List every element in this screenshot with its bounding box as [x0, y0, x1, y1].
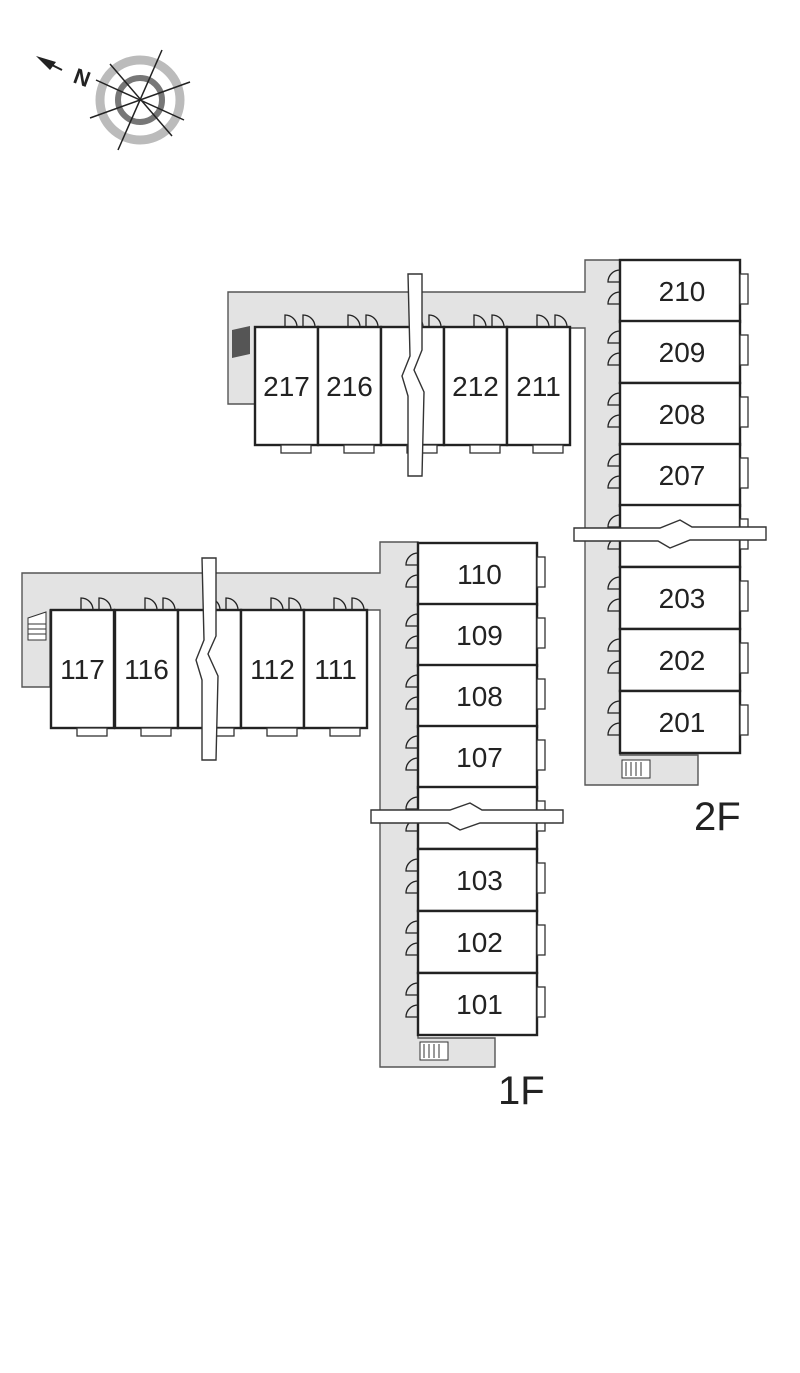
unit-number: 217	[263, 371, 310, 402]
unit-number: 117	[60, 654, 105, 685]
unit-202: 202	[607, 627, 749, 693]
unit-103: 103	[405, 847, 546, 913]
stairs-1f-south	[419, 1041, 449, 1061]
break-symbol-2f-column	[573, 519, 767, 549]
unit-109: 109	[405, 602, 546, 668]
compass-rose-icon: N	[36, 49, 191, 151]
unit-210: 210	[607, 258, 749, 324]
unit-number: 111	[314, 654, 357, 685]
unit-number: 202	[659, 645, 706, 676]
unit-108: 108	[405, 663, 546, 729]
unit-212: 212	[442, 314, 509, 454]
break-symbol-1f-row	[195, 557, 219, 761]
unit-216: 216	[316, 314, 383, 454]
unit-number: 211	[516, 371, 561, 402]
unit-203: 203	[607, 565, 749, 631]
floor-label-1f: 1F	[498, 1069, 545, 1113]
unit-111: 111	[302, 597, 369, 737]
unit-107: 107	[405, 724, 546, 790]
unit-number: 209	[659, 337, 706, 368]
unit-117: 117	[49, 597, 116, 737]
unit-number: 107	[456, 742, 503, 773]
unit-number: 216	[326, 371, 373, 402]
unit-number: 103	[456, 865, 503, 896]
unit-201: 201	[607, 689, 749, 755]
unit-207: 207	[607, 442, 749, 508]
unit-number: 203	[659, 583, 706, 614]
unit-211: 211	[505, 314, 572, 454]
unit-number: 116	[124, 654, 169, 685]
break-symbol-2f-row	[401, 273, 425, 477]
unit-number: 108	[456, 681, 503, 712]
break-symbol-1f-column	[370, 802, 564, 831]
unit-number: 210	[659, 276, 706, 307]
unit-number: 109	[456, 620, 503, 651]
stairs-2f-west	[232, 326, 250, 358]
unit-number: 101	[456, 989, 503, 1020]
unit-number: 212	[452, 371, 499, 402]
unit-217: 217	[253, 314, 320, 454]
unit-102: 102	[405, 909, 546, 975]
stairs-2f-south	[621, 759, 651, 779]
floor-label-2f: 2F	[694, 795, 741, 839]
unit-number: 207	[659, 460, 706, 491]
unit-110: 110	[405, 541, 546, 607]
unit-number: 201	[659, 707, 706, 738]
unit-112: 112	[239, 597, 306, 737]
stairs-1f-west	[27, 611, 47, 641]
unit-101: 101	[405, 971, 546, 1037]
unit-number: 208	[659, 399, 706, 430]
unit-number: 102	[456, 927, 503, 958]
unit-116: 116	[113, 597, 180, 737]
unit-number: 112	[250, 654, 295, 685]
compass-north-letter: N	[70, 63, 93, 92]
unit-208: 208	[607, 381, 749, 447]
unit-209: 209	[607, 319, 749, 385]
unit-number: 110	[457, 559, 502, 590]
